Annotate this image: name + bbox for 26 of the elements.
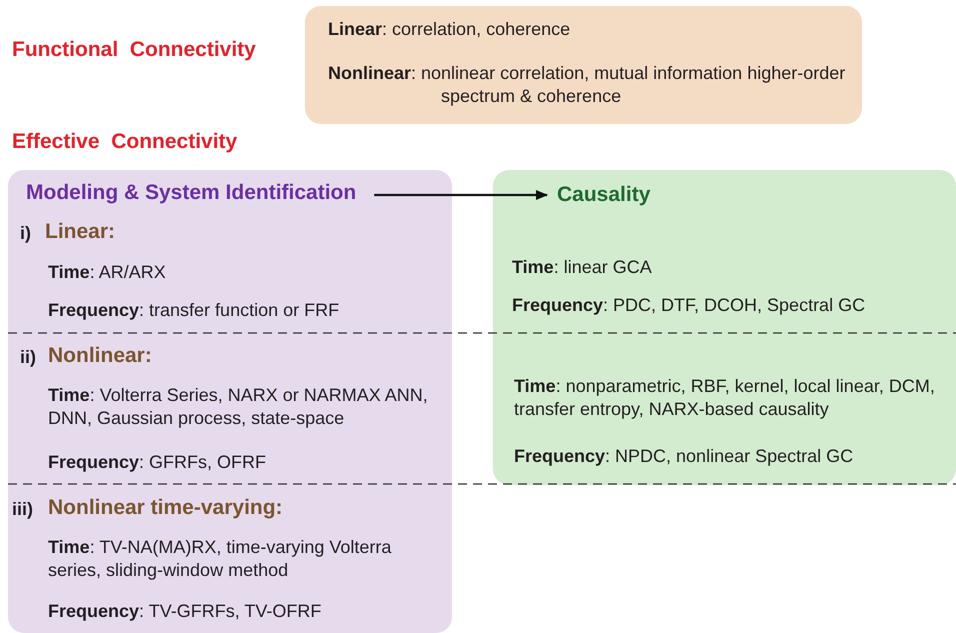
section-heading: Nonlinear time-varying: xyxy=(48,495,283,521)
category-panel xyxy=(493,170,956,485)
section-title: Functional Connectivity xyxy=(12,38,256,62)
method-text: Time: linear GCA xyxy=(512,256,652,278)
section-heading: Nonlinear: xyxy=(48,343,152,369)
category-panel xyxy=(8,170,452,633)
section-number: i) xyxy=(20,222,31,244)
method-text: Time: nonparametric, RBF, kernel, local linear, DCM, transfer entropy, NARX-based causality xyxy=(514,375,936,420)
method-text: Frequency: NPDC, nonlinear Spectral GC xyxy=(514,445,854,468)
section-heading: Linear: xyxy=(45,219,116,245)
method-text: Frequency: TV-GFRFs, TV-OFRF xyxy=(48,600,322,622)
method-text: Time: AR/ARX xyxy=(48,261,166,284)
method-text: Nonlinear: nonlinear correlation, mutual information higher-order spectrum & coherence xyxy=(328,62,846,107)
category-panel xyxy=(305,6,862,124)
panel-heading: Causality xyxy=(557,183,650,207)
method-text: Linear: correlation, coherence xyxy=(328,18,570,40)
arrow xyxy=(374,190,548,200)
method-text: Time: TV-NA(MA)RX, time-varying Volterra series, sliding-window method xyxy=(48,536,392,581)
section-title: Effective Connectivity xyxy=(12,130,238,154)
panel-heading: Modeling & System Identification xyxy=(26,181,356,205)
section-number: ii) xyxy=(20,346,36,368)
method-text: Frequency: PDC, DTF, DCOH, Spectral GC xyxy=(512,294,866,316)
method-text: Frequency: transfer function or FRF xyxy=(48,299,340,322)
method-text: Time: Volterra Series, NARX or NARMAX ANN, DNN, Gaussian process, state-space xyxy=(48,384,429,429)
method-text: Frequency: GFRFs, OFRF xyxy=(48,451,266,474)
section-number: iii) xyxy=(12,498,33,520)
